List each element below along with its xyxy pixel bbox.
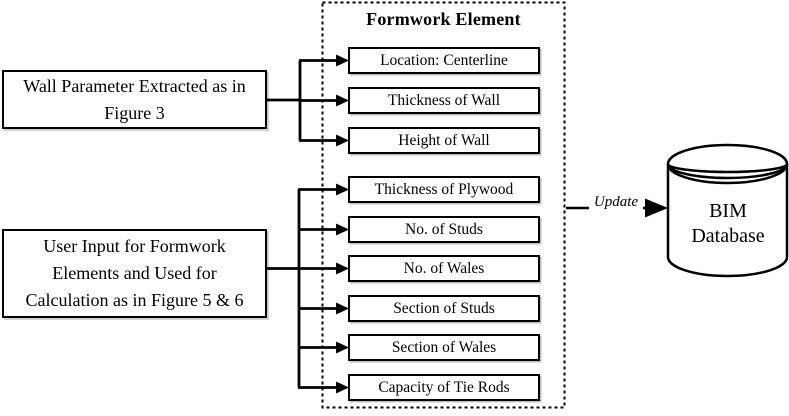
item-no-of-studs: No. of Studs <box>348 216 540 243</box>
user-input-box-line1: User Input for Formwork <box>43 236 226 256</box>
arrow-right-icon <box>336 134 349 147</box>
arrow-right-icon <box>336 94 349 107</box>
item-thickness-of-wall: Thickness of Wall <box>348 87 540 114</box>
update-arrow-label: Update <box>589 193 643 212</box>
arrow-right-icon <box>336 262 349 275</box>
wall-parameter-box-line2: Figure 3 <box>104 102 165 123</box>
item-thickness-of-plywood: Thickness of Plywood <box>348 176 540 203</box>
bim-database-label: BIM Database <box>668 199 788 249</box>
item-height-of-wall: Height of Wall <box>348 127 540 154</box>
item-capacity-of-tie-rods: Capacity of Tie Rods <box>348 374 540 401</box>
wall-parameter-connector-lines <box>266 59 337 142</box>
user-input-arrowheads <box>336 183 349 394</box>
user-input-box: User Input for Formwork Elements and Use… <box>2 229 267 318</box>
arrow-right-icon <box>336 341 349 354</box>
user-input-connector-lines <box>266 188 337 389</box>
arrow-right-icon <box>336 183 349 196</box>
wall-parameter-box-line1: Wall Parameter Extracted as in <box>23 75 246 96</box>
user-input-box-line2: Elements and Used for <box>52 263 217 283</box>
item-location-centerline: Location: Centerline <box>348 47 540 74</box>
bim-database-line2: Database <box>691 225 765 247</box>
database-cylinder-icon <box>666 143 789 278</box>
user-input-box-line3: Calculation as in Figure 5 & 6 <box>25 290 244 310</box>
wall-parameter-arrowheads <box>336 54 349 147</box>
formwork-group-title: Formwork Element <box>366 9 521 29</box>
item-section-of-studs: Section of Studs <box>348 295 540 322</box>
wall-parameter-box: Wall Parameter Extracted as in Figure 3 <box>2 70 267 129</box>
formwork-group-dashed-border <box>321 1 566 409</box>
arrow-right-icon <box>336 302 349 315</box>
bim-database-line1: BIM <box>709 200 747 222</box>
arrow-right-icon <box>336 223 349 236</box>
item-no-of-wales: No. of Wales <box>348 255 540 282</box>
arrow-right-icon <box>336 381 349 394</box>
arrow-right-icon <box>336 54 349 67</box>
item-section-of-wales: Section of Wales <box>348 334 540 361</box>
arrow-right-icon <box>645 198 668 218</box>
